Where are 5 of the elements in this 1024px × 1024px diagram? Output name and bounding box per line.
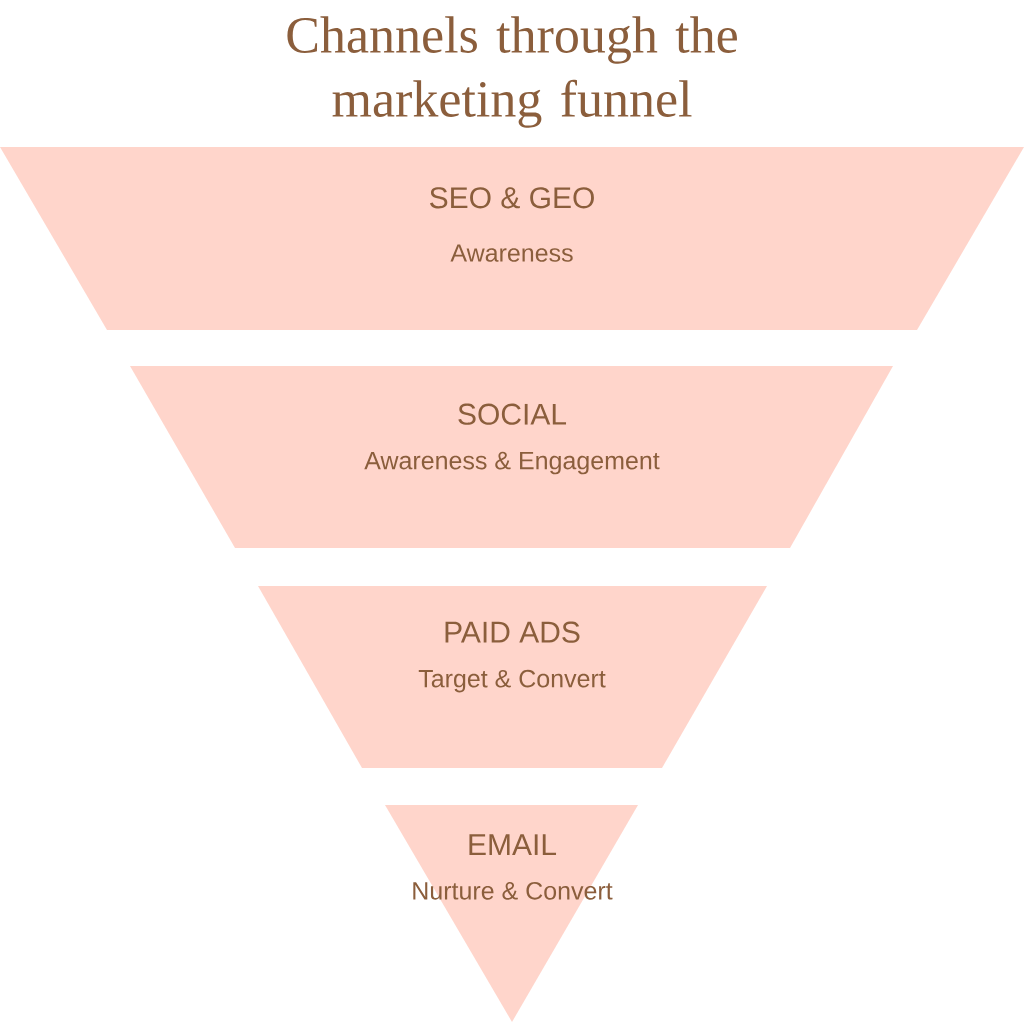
funnel-segment: EMAIL Nurture & Convert (385, 805, 638, 1022)
funnel-segment: SOCIAL Awareness & Engagement (130, 366, 893, 548)
funnel-segment: PAID ADS Target & Convert (258, 586, 767, 768)
title: Channels through the marketing funnel (287, 16, 737, 128)
funnel-segment: SEO & GEO Awareness (0, 147, 1024, 330)
